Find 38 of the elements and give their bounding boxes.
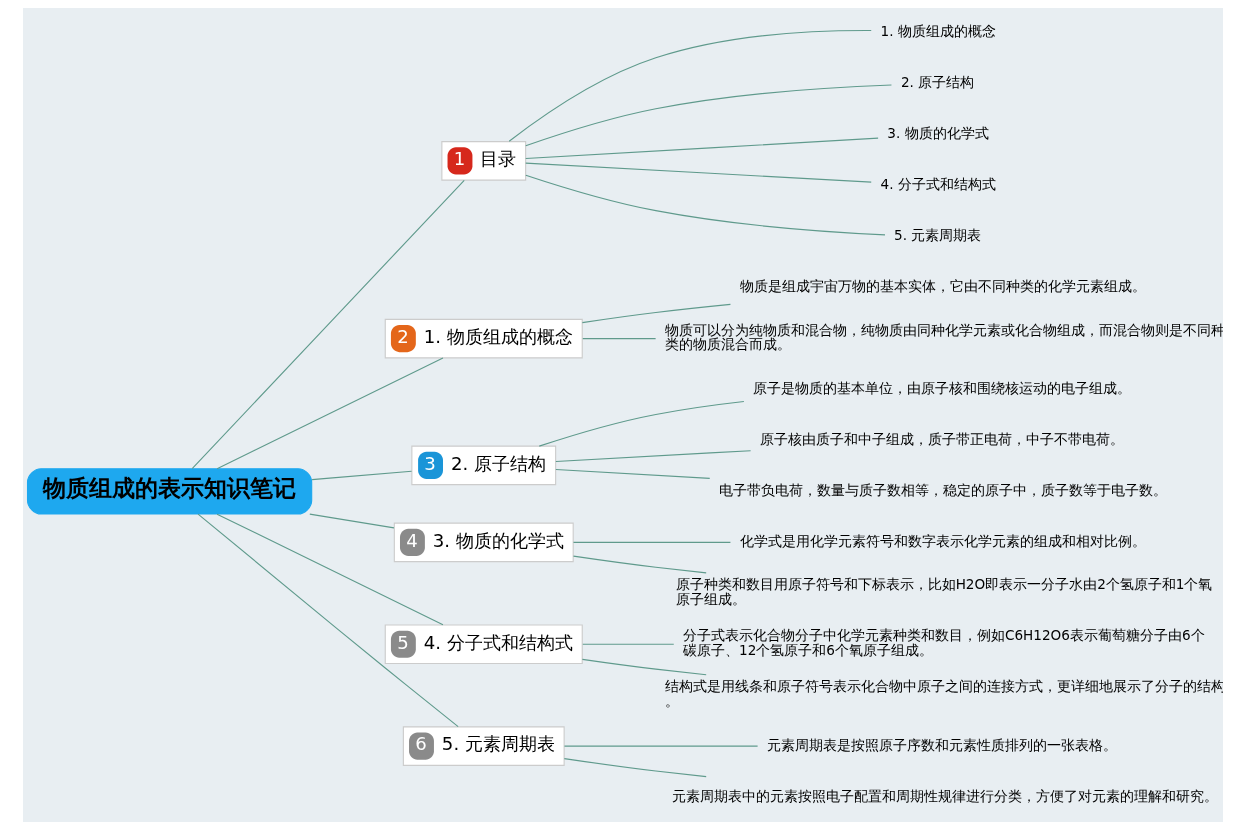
connector (311, 470, 412, 481)
node-text: 物质是组成宇宙万物的基本实体，它由不同种类的化学元素组成。 (739, 278, 1146, 295)
connector (563, 745, 758, 747)
connector (581, 658, 707, 676)
node-text: 原子种类和数目用原子符号和下标表示，比如H2O即表示一分子水由2个氢原子和1个氧原子组成。 (675, 576, 1212, 608)
connector (581, 303, 731, 324)
node-text: 化学式是用化学元素符号和数字表示化学元素的组成和相对比例。 (739, 532, 1146, 549)
node-box: 物质组成的表示知识笔记 (26, 468, 312, 515)
node-text: 3. 物质的化学式 (886, 125, 989, 142)
node-text: 分子式表示化合物分子中化学元素种类和数目，例如C6H12O6表示葡萄糖分子由6个碳原子、12个氢原子和6个氧原子组成。 (682, 627, 1205, 659)
connector (554, 450, 751, 463)
connector (581, 643, 674, 645)
node-text: 电子带负电荷，数量与质子数相等，稳定的原子中，质子数等于电子数。 (718, 481, 1167, 498)
node-text: 元素周期表是按照原子序数和元素性质排列的一张表格。 (766, 736, 1117, 753)
connector (508, 29, 872, 142)
connector (563, 758, 707, 778)
connector (572, 541, 731, 543)
node-text: 元素周期表中的元素按照电子配置和周期性规律进行分类，方便了对元素的理解和研究。 (671, 787, 1218, 804)
node-text: 5. 元素周期表 (893, 227, 981, 244)
connector (216, 357, 443, 470)
connector (581, 338, 656, 340)
connector (538, 400, 744, 447)
connector (524, 137, 879, 160)
connector (524, 162, 872, 183)
node-text: 2. 原子结构 (900, 74, 974, 91)
connector (191, 179, 465, 470)
connector (308, 513, 395, 529)
connector (216, 513, 443, 626)
connector (524, 84, 892, 147)
node-text: 4. 分子式和结构式 (880, 176, 996, 193)
node-text: 结构式是用线条和原子符号表示化合物中原子之间的连接方式，更详细地展示了分子的结构。 (664, 678, 1225, 710)
node-text: 原子核由质子和中子组成，质子带正电荷，中子不带电荷。 (759, 430, 1124, 447)
connector (554, 468, 710, 479)
connector (572, 555, 707, 574)
connector (524, 174, 886, 236)
connector (197, 513, 459, 728)
node-text: 原子是物质的基本单位，由原子核和围绕核运动的电子组成。 (752, 380, 1131, 397)
node-text: 1. 物质组成的概念 (880, 23, 996, 40)
